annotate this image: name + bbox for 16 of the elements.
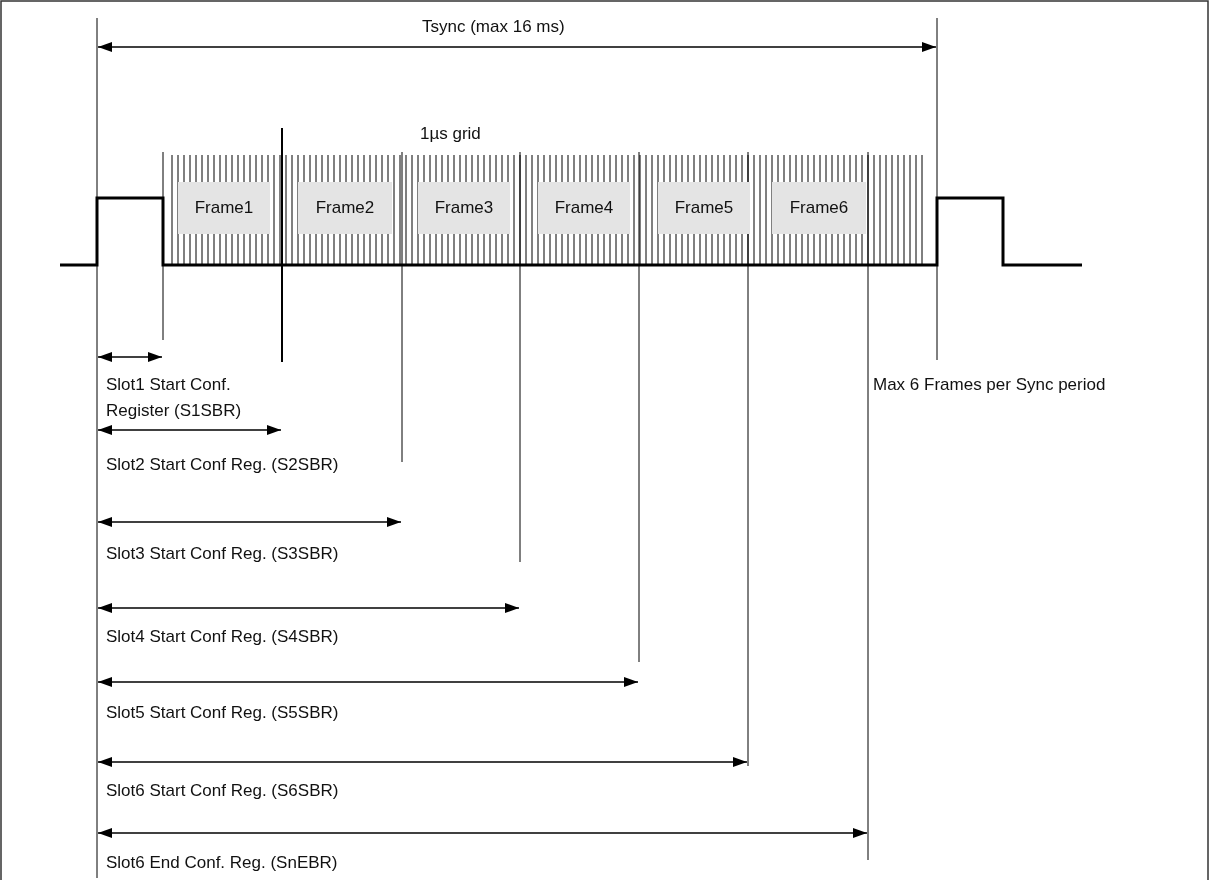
frame-box: Frame5 xyxy=(658,182,750,234)
slot-label: Slot2 Start Conf Reg. (S2SBR) xyxy=(106,454,339,476)
slot-label: Slot5 Start Conf Reg. (S5SBR) xyxy=(106,702,339,724)
slot-label: Slot1 Start Conf. Register (S1SBR) xyxy=(106,374,243,422)
timing-label: Tsync (max 16 ms) xyxy=(422,16,565,38)
frame-box: Frame4 xyxy=(538,182,630,234)
slot-label: Slot4 Start Conf Reg. (S4SBR) xyxy=(106,626,339,648)
frame-box: Frame2 xyxy=(298,182,392,234)
slot-label: Slot6 End Conf. Reg. (SnEBR) xyxy=(106,852,338,874)
grid-label: 1µs grid xyxy=(420,123,481,145)
frame-box: Frame3 xyxy=(418,182,510,234)
slot-label: Slot6 Start Conf Reg. (S6SBR) xyxy=(106,780,339,802)
slot-label: Slot3 Start Conf Reg. (S3SBR) xyxy=(106,543,339,565)
note-text: Max 6 Frames per Sync period xyxy=(873,374,1106,396)
frame-box: Frame1 xyxy=(178,182,270,234)
frame-box: Frame6 xyxy=(772,182,866,234)
